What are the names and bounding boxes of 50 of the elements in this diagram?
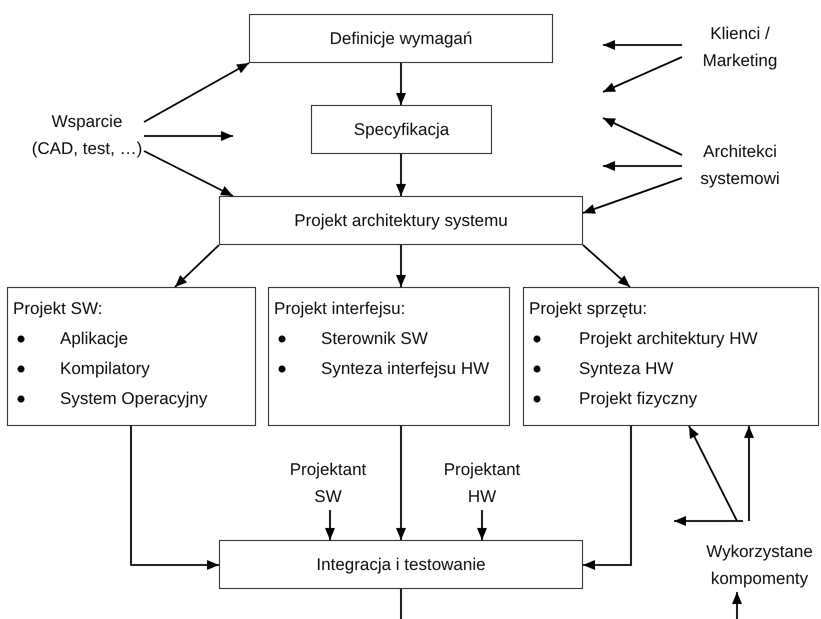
process-box bbox=[219, 540, 583, 589]
actor-label: Projektant HW bbox=[428, 456, 536, 510]
bullet-item: Synteza interfejsu HW bbox=[321, 358, 490, 380]
arrow bbox=[396, 63, 406, 105]
arrow bbox=[688, 426, 738, 522]
process-box bbox=[7, 287, 256, 426]
arrow bbox=[144, 131, 233, 141]
process-box bbox=[219, 196, 583, 245]
arrow bbox=[174, 244, 220, 288]
process-box bbox=[268, 287, 510, 426]
box-label: Integracja i testowanie bbox=[316, 554, 486, 576]
arrow bbox=[744, 426, 754, 521]
box-heading: Projekt sprzętu: bbox=[529, 298, 648, 320]
process-box bbox=[311, 105, 492, 154]
actor-label: Klienci / Marketing bbox=[682, 20, 798, 74]
arrow bbox=[396, 154, 406, 196]
process-box bbox=[249, 14, 553, 63]
box-heading: Projekt SW: bbox=[13, 298, 104, 320]
arrow bbox=[674, 516, 743, 526]
process-box bbox=[523, 287, 819, 426]
arrow bbox=[602, 56, 682, 93]
arrow bbox=[602, 117, 682, 156]
arrow bbox=[732, 592, 742, 619]
arrow bbox=[583, 426, 632, 570]
arrow bbox=[582, 177, 682, 214]
arrow bbox=[130, 426, 219, 570]
box-label: Definicje wymagań bbox=[330, 28, 472, 50]
arrow bbox=[396, 426, 406, 540]
actor-label: Architekci systemowi bbox=[682, 138, 798, 192]
bullet-item: Kompilatory bbox=[60, 358, 150, 380]
arrow bbox=[603, 40, 682, 50]
box-label: Projekt architektury systemu bbox=[294, 210, 508, 232]
bullet-item: Aplikacje bbox=[60, 328, 128, 350]
arrow bbox=[144, 62, 250, 123]
arrow bbox=[144, 150, 234, 197]
box-heading: Projekt interfejsu: bbox=[274, 298, 406, 320]
arrow bbox=[582, 244, 631, 288]
bullet-item: Projekt fizyczny bbox=[579, 388, 698, 410]
arrow bbox=[325, 510, 335, 540]
arrow bbox=[396, 245, 406, 287]
box-label: Specyfikacja bbox=[354, 118, 450, 140]
bullet-item: Projekt architektury HW bbox=[579, 328, 758, 350]
bullet-item: System Operacyjny bbox=[60, 388, 208, 410]
bullet-item: Synteza HW bbox=[579, 358, 674, 380]
arrow bbox=[603, 161, 682, 171]
bullet-item: Sterownik SW bbox=[321, 328, 428, 350]
actor-label: Projektant SW bbox=[276, 456, 380, 510]
actor-label: Wykorzystane kompomenty bbox=[705, 541, 814, 590]
arrow bbox=[477, 510, 487, 540]
actor-label: Wsparcie (CAD, test, …) bbox=[30, 108, 144, 162]
